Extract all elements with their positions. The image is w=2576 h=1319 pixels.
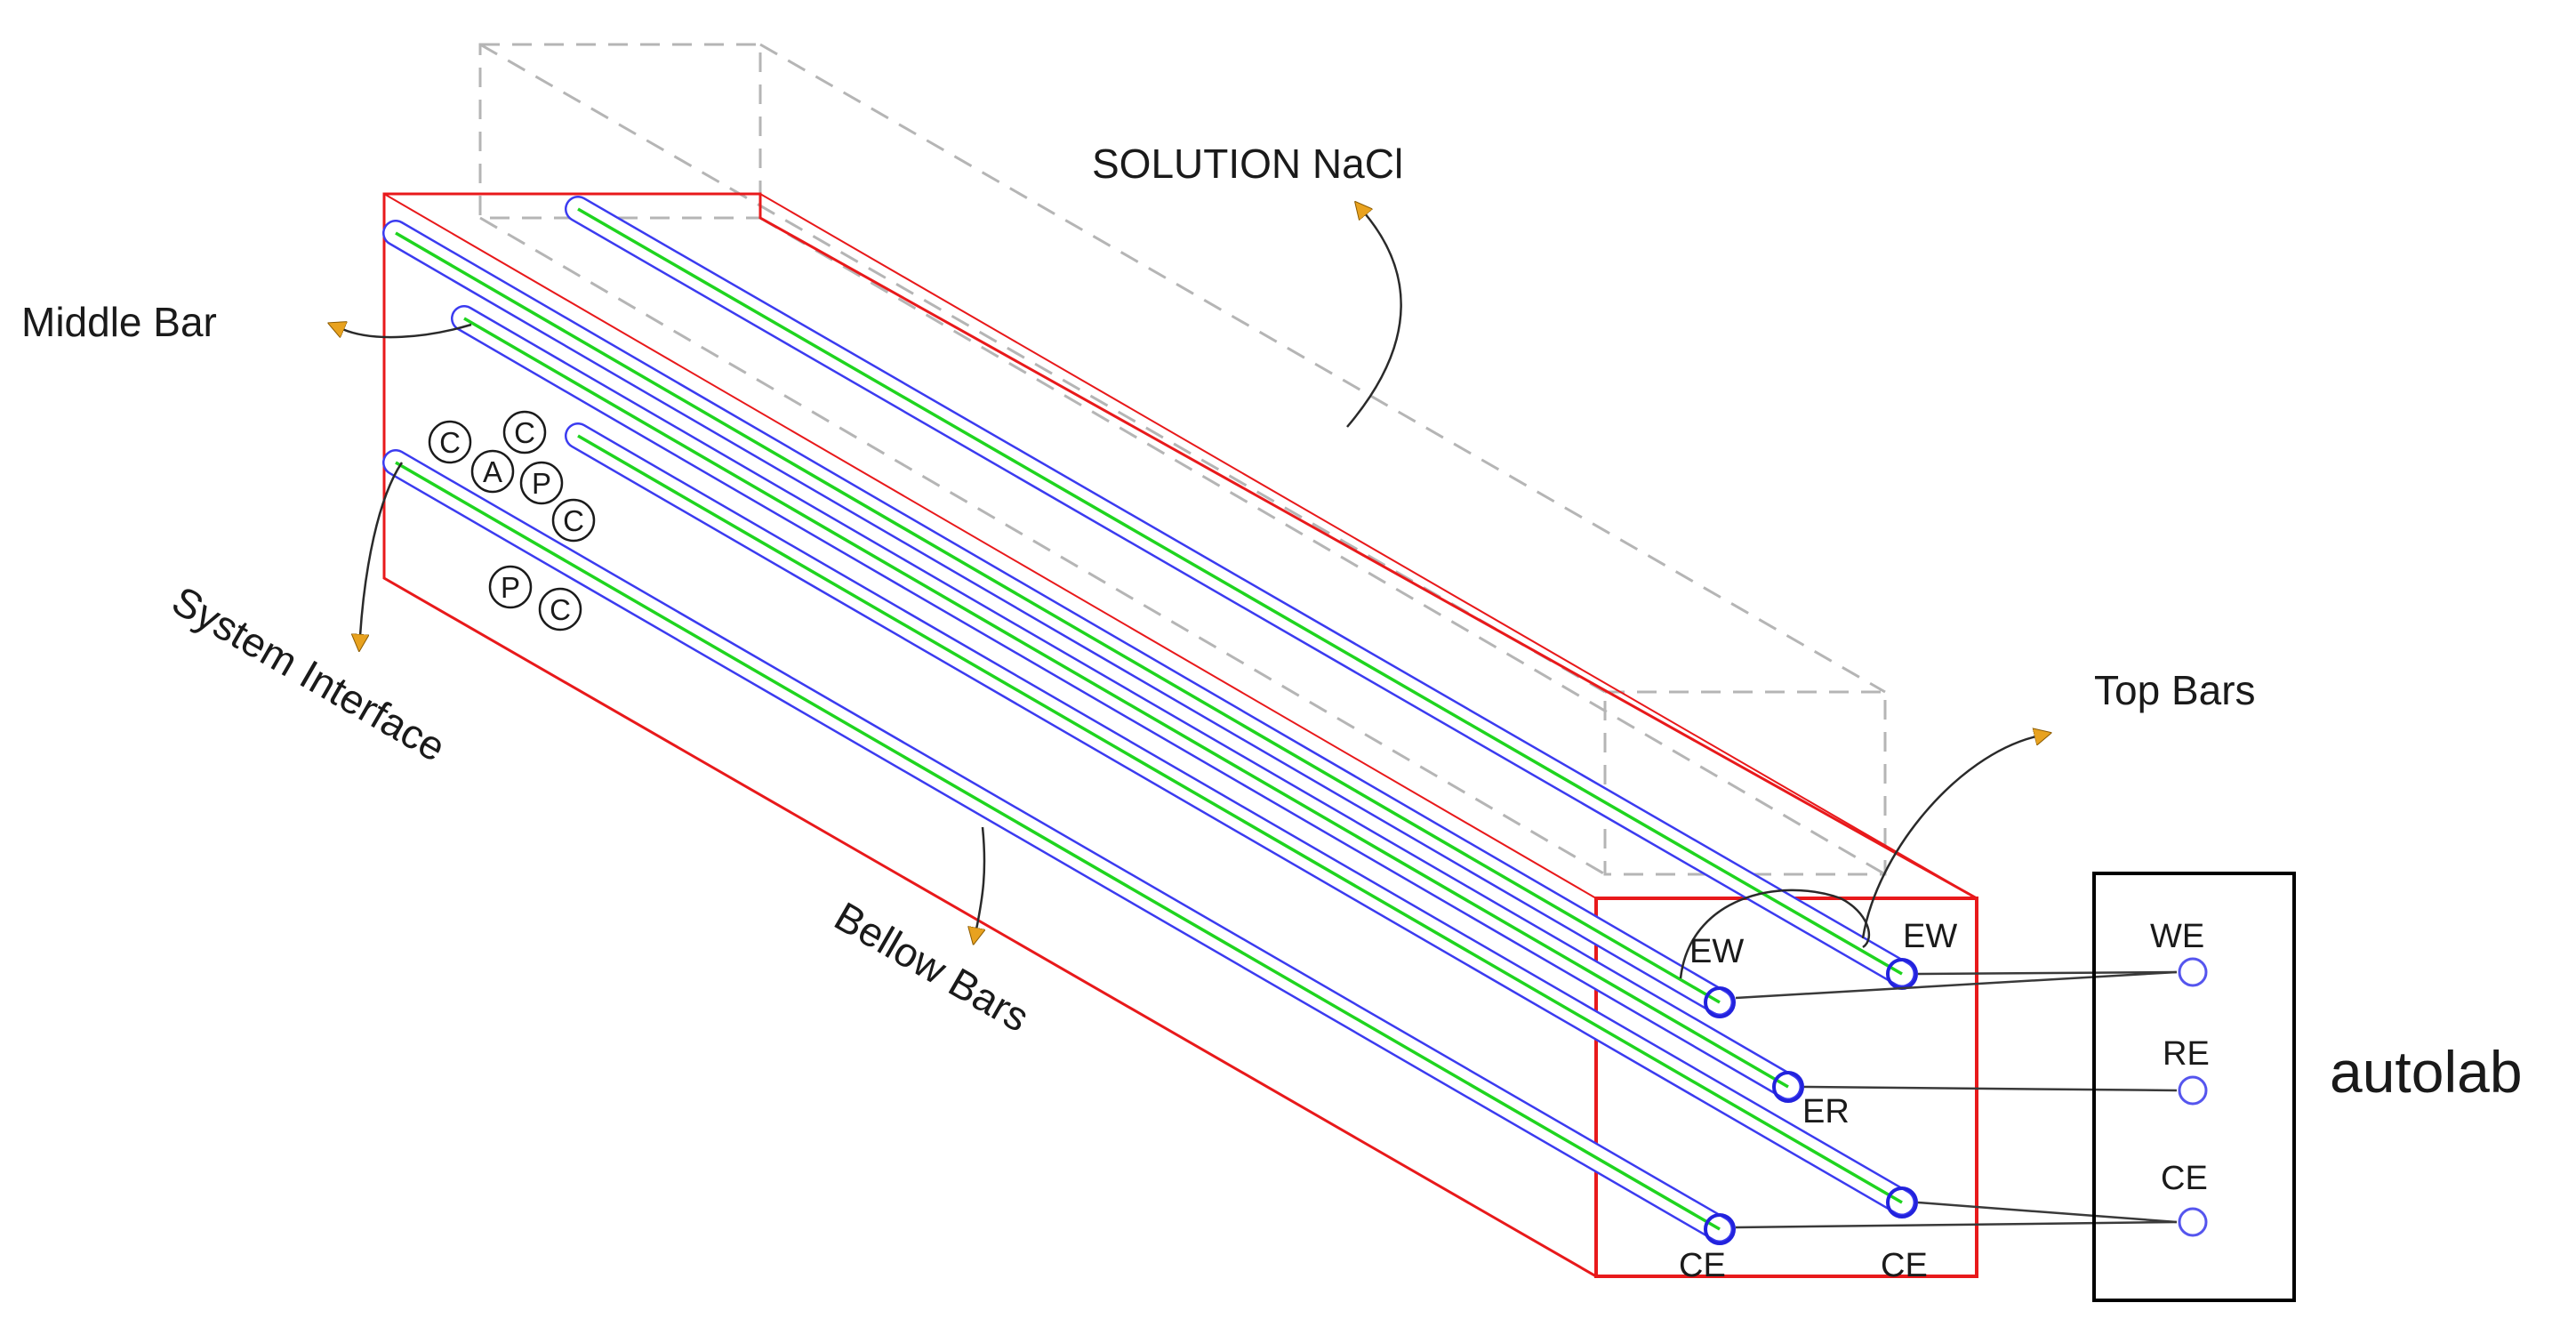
autolab-label: autolab (2330, 1039, 2523, 1105)
rod-top-left (382, 220, 1733, 1016)
marker-c3-label: C (563, 504, 584, 537)
rod-top-right (565, 196, 1915, 987)
system-interface-label: System Interface (165, 577, 453, 771)
middle-bar-arrow (342, 325, 472, 339)
marker-c2-label: C (514, 416, 535, 449)
marker-c3: C (551, 498, 596, 543)
system-interface-arrow (360, 462, 404, 636)
solution-label: SOLUTION NaCl (1092, 141, 1403, 187)
solution-arrow (1346, 213, 1402, 428)
solution-dashed-box (478, 43, 1887, 876)
terminal-ce-left (1704, 1213, 1736, 1245)
marker-c4-label: C (550, 593, 571, 626)
terminal-ew-left (1704, 986, 1736, 1018)
rod-bottom-right (565, 422, 1915, 1216)
marker-a: A (470, 449, 515, 494)
port-re-label: RE (2163, 1035, 2210, 1073)
top-bars-label: Top Bars (2094, 667, 2256, 713)
middle-bar-label: Middle Bar (21, 299, 217, 345)
port-re (2178, 1075, 2208, 1106)
cell-box (382, 192, 1978, 1278)
marker-c1: C (428, 420, 472, 464)
rods-group (382, 196, 1915, 1243)
marker-p2-label: P (501, 571, 520, 604)
port-we-label: WE (2150, 918, 2204, 955)
marker-a-label: A (483, 455, 502, 488)
connector-wires (1735, 970, 2178, 1229)
port-ce-label: CE (2161, 1160, 2208, 1197)
marker-p1-label: P (532, 467, 551, 500)
terminal-ce-right (1886, 1186, 1918, 1218)
terminal-er-label: ER (1802, 1093, 1850, 1130)
rod-bottom-left (382, 449, 1733, 1243)
marker-c2: C (502, 410, 547, 454)
top-bars-arrow (1861, 736, 2036, 939)
annotation-arrows (342, 213, 2036, 979)
marker-c4: C (538, 587, 582, 631)
autolab-ports (2178, 957, 2208, 1237)
terminal-ce-left-label: CE (1679, 1247, 1726, 1284)
port-we (2178, 957, 2208, 987)
port-ce (2178, 1207, 2208, 1237)
autolab-box (2092, 872, 2296, 1302)
bellow-bars-arrow (976, 826, 986, 929)
terminal-ce-right-label: CE (1881, 1247, 1928, 1284)
terminal-ew-left-label: EW (1689, 933, 1744, 970)
marker-c1-label: C (439, 426, 461, 459)
terminal-er (1772, 1071, 1804, 1103)
rod-middle (451, 305, 1802, 1100)
top-bars-loop (1679, 889, 1871, 979)
terminal-ew-right-label: EW (1903, 918, 1957, 955)
marker-p2: P (488, 565, 533, 609)
marker-p1: P (519, 461, 564, 505)
bellow-bars-label: Bellow Bars (827, 893, 1037, 1041)
